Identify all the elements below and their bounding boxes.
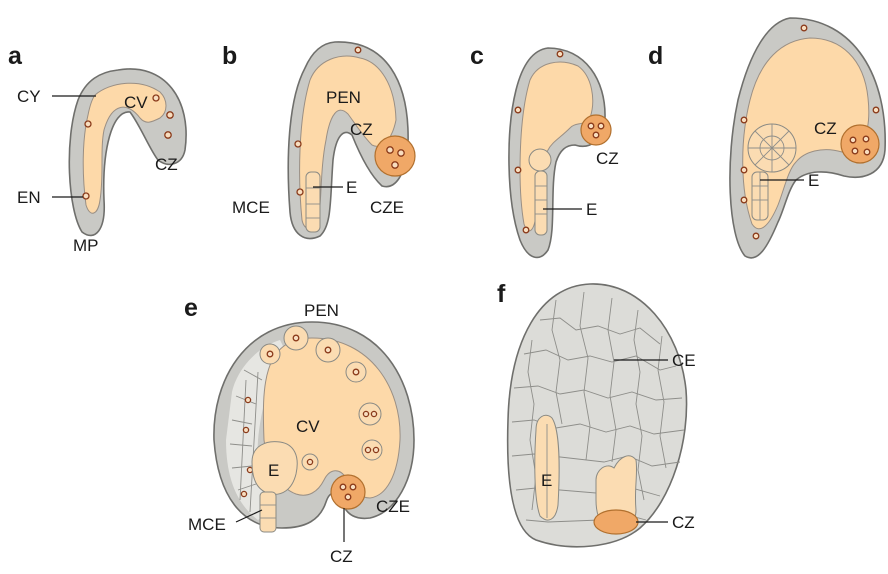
panel-b: b PEN CZ E MCE CZE — [222, 42, 415, 239]
panel-e-nucleus — [325, 347, 331, 353]
panel-d-nucleus — [741, 117, 747, 123]
panel-c-nucleus — [593, 132, 599, 138]
panel-a-letter: a — [8, 42, 23, 70]
panel-d-nucleus — [864, 149, 870, 155]
panel-e-nucleus — [363, 411, 368, 416]
panel-e-nucleus — [353, 369, 359, 375]
panel-e: e PEN CV E MCE — [184, 294, 414, 566]
panel-e-nucleus — [340, 484, 346, 490]
panel-b-chalazal-cyst — [375, 136, 415, 176]
panel-e-nucleus — [350, 484, 356, 490]
panel-d: d CZ E — [648, 18, 885, 258]
panel-c-label-cz: CZ — [596, 149, 619, 168]
panel-d-label-e: E — [808, 171, 819, 190]
panel-c-nucleus — [515, 107, 521, 113]
panel-f: f CE E CZ — [497, 280, 696, 547]
panel-a: a CY CV CZ EN MP — [8, 42, 186, 255]
panel-c-letter: c — [470, 42, 484, 70]
panel-c-chalazal-cyst — [581, 115, 611, 145]
panel-e-nucleus — [267, 351, 273, 357]
panel-e-nucleus — [243, 427, 248, 432]
panel-b-letter: b — [222, 42, 237, 70]
panel-a-label-cv: CV — [124, 93, 148, 112]
panel-e-nucleus — [293, 335, 299, 341]
panel-f-label-ce: CE — [672, 351, 696, 370]
panel-b-nucleus — [355, 47, 361, 53]
panel-d-letter: d — [648, 42, 663, 70]
panel-b-nucleus — [295, 141, 301, 147]
panel-c-label-e: E — [586, 200, 597, 219]
panel-e-peripheral-nucleus-cell — [359, 403, 381, 425]
panel-d-label-cz: CZ — [814, 119, 837, 138]
panel-d-embryo-cell-walls — [748, 124, 796, 172]
panel-d-nucleus — [850, 137, 856, 143]
panel-e-chalazal-cyst — [331, 475, 365, 509]
panel-f-letter: f — [497, 280, 506, 308]
panel-e-embryo-suspensor — [260, 492, 276, 532]
panel-f-chalazal-cyst — [594, 510, 638, 534]
panel-e-nucleus — [241, 491, 246, 496]
panel-e-nucleus — [365, 447, 370, 452]
panel-e-label-e: E — [268, 461, 279, 480]
panel-e-label-pen: PEN — [304, 301, 339, 320]
panel-c-nucleus — [523, 227, 529, 233]
panel-f-label-cz: CZ — [672, 513, 695, 532]
panel-e-nucleus — [345, 494, 351, 500]
panel-e-nucleus — [373, 447, 378, 452]
panel-b-label-cze: CZE — [370, 198, 404, 217]
panel-c-embryo-suspensor — [535, 171, 547, 235]
panel-b-label-mce: MCE — [232, 198, 270, 217]
panel-a-label-cz: CZ — [155, 155, 178, 174]
panel-d-nucleus — [873, 107, 879, 113]
panel-e-nucleus — [245, 397, 250, 402]
panel-d-nucleus — [741, 197, 747, 203]
panel-a-nucleus — [167, 112, 173, 118]
panel-d-nucleus — [741, 167, 747, 173]
panel-d-chalazal-cyst — [841, 125, 879, 163]
panel-a-nucleus — [83, 193, 89, 199]
panel-a-label-en: EN — [17, 188, 41, 207]
panel-c: c CZ E — [470, 42, 619, 257]
panel-e-label-cz: CZ — [330, 547, 353, 566]
panel-e-nucleus — [307, 459, 312, 464]
panel-c-nucleus — [598, 123, 604, 129]
panel-a-nucleus — [85, 121, 91, 127]
panel-b-nucleus — [398, 150, 404, 156]
panel-b-nucleus — [387, 147, 393, 153]
panel-c-embryo-proper — [529, 149, 551, 171]
panel-b-label-cz: CZ — [350, 120, 373, 139]
panel-a-nucleus — [165, 132, 171, 138]
panel-b-nucleus — [297, 189, 303, 195]
panel-d-nucleus — [852, 148, 858, 154]
panel-a-nucleus — [153, 95, 159, 101]
panel-b-embryo-suspensor — [306, 172, 320, 232]
panel-d-nucleus — [863, 136, 869, 142]
panel-c-nucleus — [557, 51, 563, 57]
panel-d-nucleus — [753, 233, 759, 239]
panel-e-label-cv: CV — [296, 417, 320, 436]
panel-c-nucleus — [515, 167, 521, 173]
panel-b-label-e: E — [346, 178, 357, 197]
panel-e-label-mce: MCE — [188, 515, 226, 534]
panel-b-label-pen: PEN — [326, 88, 361, 107]
panel-c-nucleus — [588, 123, 594, 129]
panel-f-label-e: E — [541, 471, 552, 490]
panel-b-nucleus — [392, 162, 398, 168]
panel-d-nucleus — [801, 25, 807, 31]
panel-e-letter: e — [184, 294, 198, 322]
panel-a-label-mp: MP — [73, 236, 99, 255]
panel-a-label-cy: CY — [17, 87, 41, 106]
panel-e-nucleus — [371, 411, 376, 416]
panel-e-label-cze: CZE — [376, 497, 410, 516]
